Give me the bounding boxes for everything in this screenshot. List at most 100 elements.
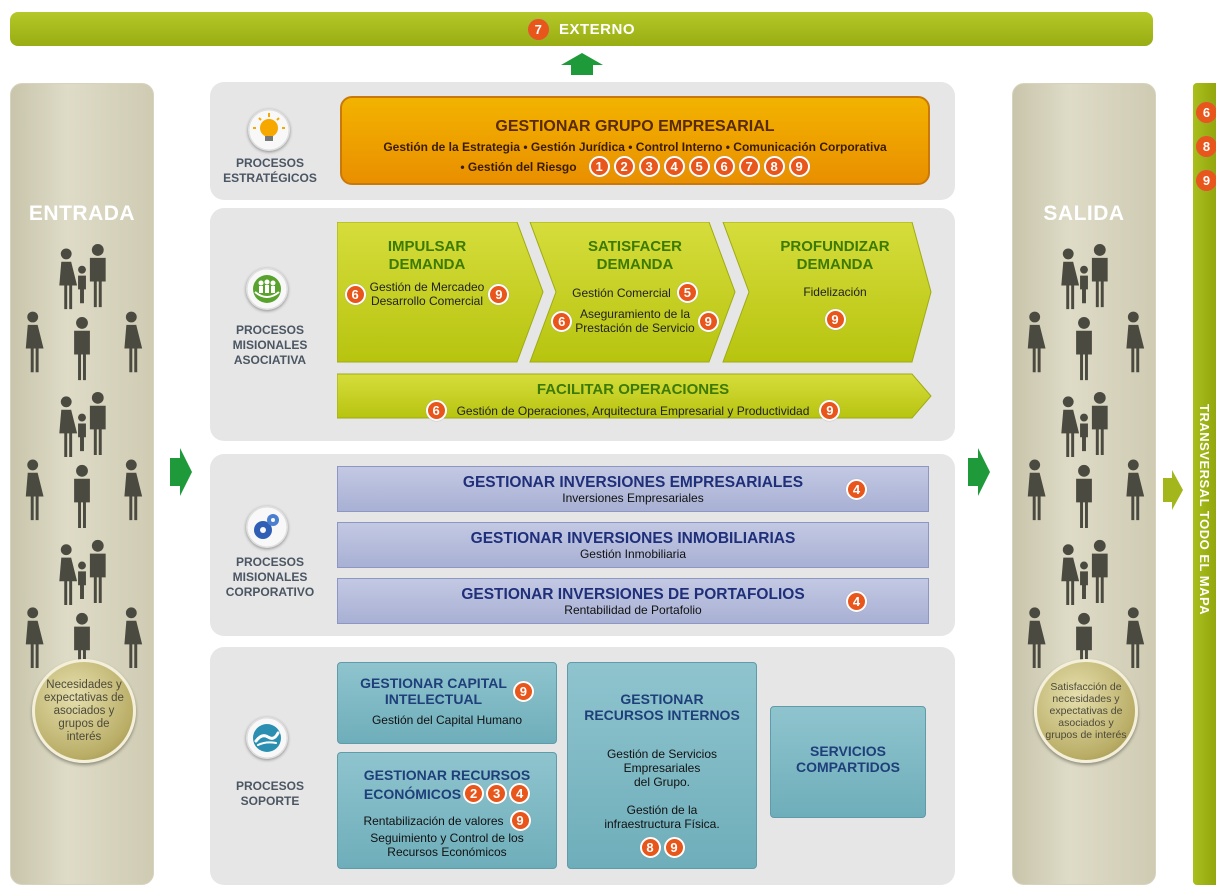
people-hands-icon: [246, 268, 288, 310]
badge: 6: [1196, 102, 1216, 123]
label-line: ESTRATÉGICOS: [223, 171, 317, 185]
badge: 9: [697, 310, 719, 332]
lightbulb-icon: [248, 109, 290, 151]
transversal-bar: [1193, 83, 1216, 885]
box-text: Gestión de la Estrategia • Gestión Juríd…: [383, 140, 887, 154]
badge: 2: [463, 783, 485, 804]
badge: 3: [638, 156, 660, 177]
box-text: Rentabilidad de Portafolio: [564, 603, 702, 617]
gestionar-inversiones-inmobiliarias-box: GESTIONAR INVERSIONES INMOBILIARIAS Gest…: [337, 522, 929, 568]
badge: 8: [1196, 136, 1216, 157]
box-title: ECONÓMICOS: [363, 785, 462, 802]
box-title: INTELECTUAL: [384, 691, 483, 707]
box-text: Gestión Inmobiliaria: [579, 547, 687, 561]
satisfacer-demanda: SATISFACER DEMANDA Gestión Comercial 5 6…: [540, 238, 730, 335]
chevron-profundizar: [722, 222, 932, 363]
box-title: GESTIONAR RECURSOS: [363, 767, 531, 783]
transversal-badges: 6 8 9: [1196, 102, 1216, 191]
label-line: ASOCIATIVA: [233, 353, 307, 367]
gestionar-recursos-internos-box: GESTIONAR RECURSOS INTERNOS Gestión de S…: [567, 662, 757, 869]
badge: 7: [738, 156, 760, 177]
box-text: Inversiones Empresariales: [562, 491, 704, 505]
label-line: PROCESOS: [235, 779, 304, 793]
badge: 9: [1196, 170, 1216, 191]
externo-label: EXTERNO: [558, 20, 635, 38]
gestionar-inversiones-empresariales-box: GESTIONAR INVERSIONES EMPRESARIALES Inve…: [337, 466, 929, 512]
chevron-text: Gestión de Mercadeo: [369, 280, 485, 294]
box-title: GESTIONAR INVERSIONES DE PORTAFOLIOS: [461, 586, 805, 603]
gears-icon: [246, 506, 288, 548]
gestionar-inversiones-portafolios-box: GESTIONAR INVERSIONES DE PORTAFOLIOS Ren…: [337, 578, 929, 624]
badge: 9: [663, 837, 685, 858]
right-arrow-icon: [968, 448, 990, 496]
badge: 1: [588, 156, 610, 177]
chevron-text: Aseguramiento de la: [579, 307, 691, 321]
people-icon: [1013, 239, 1155, 679]
impulsar-demanda: IMPULSAR DEMANDA 6 Gestión de Mercadeo D…: [337, 238, 517, 308]
salida-column: SALIDA Satisfacción de necesidades y exp…: [1012, 83, 1156, 885]
chevron-text: Fidelización: [803, 285, 867, 299]
box-text: Seguimiento y Control de los: [370, 831, 524, 845]
box-title: GESTIONAR CAPITAL: [360, 675, 507, 691]
label-line: PROCESOS: [235, 156, 304, 170]
handshake-icon: [246, 717, 288, 759]
badge: 4: [663, 156, 685, 177]
salida-title: SALIDA: [1043, 202, 1125, 225]
chevron-text: Gestión Comercial: [572, 285, 671, 300]
box-title: RECURSOS INTERNOS: [584, 707, 740, 723]
chevron-text: Prestación de Servicio: [575, 321, 695, 335]
label-line: SOPORTE: [240, 794, 300, 808]
chevron-title: FACILITAR OPERACIONES: [536, 381, 730, 398]
chevron-title: SATISFACER: [588, 238, 682, 255]
label-line: PROCESOS: [235, 323, 304, 337]
chevron-satisfacer: [529, 222, 736, 363]
chevron-title: PROFUNDIZAR: [780, 238, 890, 255]
box-text: Recursos Económicos: [387, 845, 507, 859]
badge: 2: [613, 156, 635, 177]
badge: 6: [344, 283, 366, 305]
box-text: • Gestión del Riesgo: [460, 159, 577, 174]
externo-bar: 7 EXTERNO: [10, 12, 1153, 46]
badge: 9: [512, 680, 534, 702]
right-arrow-icon: [170, 448, 192, 496]
badge: 6: [551, 310, 573, 332]
badge: 9: [824, 309, 846, 330]
badge: 3: [486, 783, 508, 804]
box-title: SERVICIOS: [810, 743, 886, 759]
label-line: MISIONALES: [232, 338, 308, 352]
box-text: Gestión de Servicios: [606, 747, 718, 761]
label-line: PROCESOS: [235, 555, 304, 569]
box-text: Rentabilización de valores: [363, 813, 504, 828]
badge: 4: [846, 591, 867, 612]
box-title: GESTIONAR GRUPO EMPRESARIAL: [495, 118, 775, 135]
badge: 8: [639, 837, 661, 858]
transversal-label-wrap: TRANSVERSAL TODO EL MAPA: [1193, 360, 1216, 660]
badge: 8: [763, 156, 785, 177]
chevron-shapes: [337, 222, 932, 419]
people-icon: [11, 239, 153, 679]
gestionar-grupo-empresarial-box: GESTIONAR GRUPO EMPRESARIAL Gestión de l…: [340, 96, 930, 185]
box-title: COMPARTIDOS: [796, 759, 900, 775]
salida-circle: Satisfacción de necesidades y expectativ…: [1034, 659, 1138, 763]
badge: 6: [713, 156, 735, 177]
chevron-title: DEMANDA: [388, 256, 466, 273]
badge: 9: [819, 400, 841, 421]
box-text: infraestructura Física.: [604, 817, 720, 831]
chevron-title: DEMANDA: [596, 256, 674, 273]
chevron-impulsar: [337, 222, 544, 363]
badge: 5: [676, 282, 698, 303]
gestionar-recursos-economicos-box: GESTIONAR RECURSOS ECONÓMICOS 2 3 4 Rent…: [337, 752, 557, 869]
servicios-compartidos-box: SERVICIOS COMPARTIDOS: [770, 706, 926, 818]
chevron-title: IMPULSAR: [387, 238, 467, 255]
badge: 9: [488, 283, 510, 305]
badge: 9: [509, 810, 531, 831]
label-line: MISIONALES: [232, 570, 308, 584]
box-text: Gestión del Capital Humano: [371, 713, 523, 727]
entrada-circle: Necesidades y expectativas de asociados …: [32, 659, 136, 763]
transversal-label: TRANSVERSAL TODO EL MAPA: [1197, 404, 1212, 616]
badge: 7: [527, 18, 549, 40]
entrada-title: ENTRADA: [28, 202, 136, 225]
badge: 5: [688, 156, 710, 177]
label-line: CORPORATIVO: [225, 585, 315, 599]
box-text: Gestión de la: [626, 803, 698, 817]
